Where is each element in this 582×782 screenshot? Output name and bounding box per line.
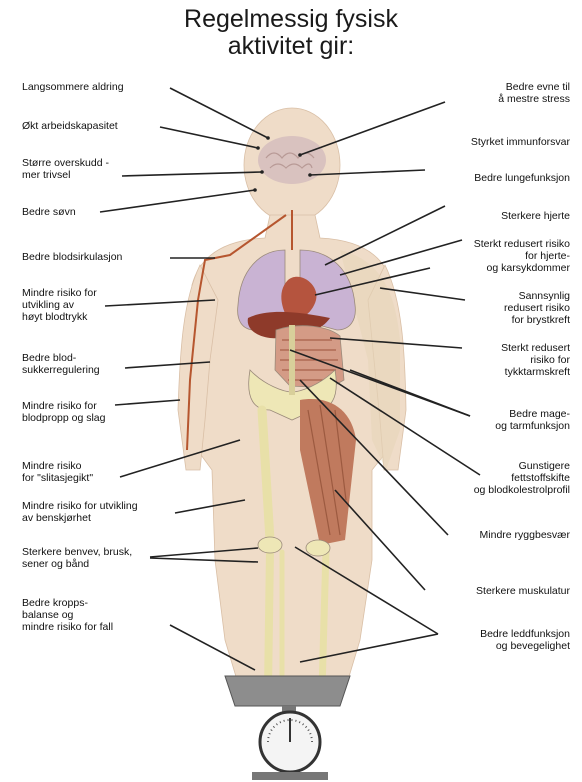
label-energy-wellbeing: Større overskudd - mer trivsel [22,157,109,181]
bathroom-scale [225,676,350,780]
label-blood-circulation: Bedre blodsirkulasjon [22,251,122,263]
label-slower-aging: Langsommere aldring [22,81,124,93]
label-colon-cancer-risk: Sterkt redusert risiko for tykktarmskref… [501,342,570,378]
label-better-sleep: Bedre søvn [22,206,76,218]
label-arthritis-risk: Mindre risiko for "slitasjegikt" [22,460,93,484]
label-digestive-function: Bedre mage- og tarmfunksjon [495,408,570,432]
label-stronger-heart: Sterkere hjerte [501,210,570,222]
label-lipid-metabolism: Gunstigere fettstoffskifte og blodkolest… [474,460,570,496]
label-stronger-tissue: Sterkere benvev, brusk, sener og bånd [22,546,132,570]
label-work-capacity: Økt arbeidskapasitet [22,120,118,132]
label-osteoporosis-risk: Mindre risiko for utvikling av benskjørh… [22,500,138,524]
label-clot-stroke-risk: Mindre risiko for blodpropp og slag [22,400,105,424]
label-cardiovascular-risk: Sterkt redusert risiko for hjerte- og ka… [474,238,570,274]
label-blood-pressure-risk: Mindre risiko for utvikling av høyt blod… [22,287,97,323]
label-lung-function: Bedre lungefunksjon [474,172,570,184]
label-back-pain: Mindre ryggbesvær [480,529,570,541]
label-stress-coping: Bedre evne til å mestre stress [498,81,570,105]
label-breast-cancer-risk: Sannsynlig redusert risiko for brystkref… [504,290,570,326]
label-balance-fall-risk: Bedre kropps- balanse og mindre risiko f… [22,597,113,633]
label-blood-sugar: Bedre blod- sukkerregulering [22,352,100,376]
label-joint-function: Bedre leddfunksjon og bevegelighet [480,628,570,652]
label-stronger-muscles: Sterkere muskulatur [476,585,570,597]
label-immune-system: Styrket immunforsvar [471,136,570,148]
brain [258,136,326,184]
